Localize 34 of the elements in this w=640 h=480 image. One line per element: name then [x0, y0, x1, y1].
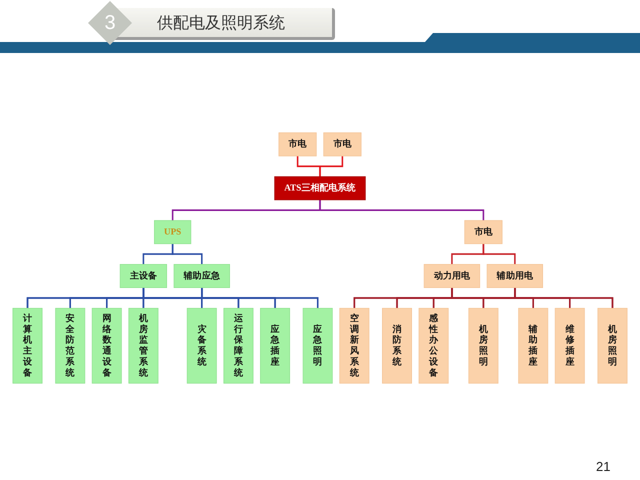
node-box: 灾备系统 — [186, 308, 217, 384]
node-box: UPS — [154, 220, 192, 244]
connector — [319, 200, 484, 220]
node-box: 辅助插座 — [518, 308, 548, 384]
node-box: 辅助应急 — [174, 264, 230, 288]
node-box: 动力用电 — [424, 264, 480, 288]
connector — [142, 288, 318, 308]
node-box: 机房照明 — [468, 308, 498, 384]
connector — [172, 244, 203, 264]
node-box: 市电 — [464, 220, 502, 244]
node-box: 机房照明 — [598, 308, 628, 384]
node-box: 辅助用电 — [486, 264, 544, 288]
node-box: 安全防范系统 — [55, 308, 86, 384]
connector — [319, 156, 344, 177]
connector — [482, 244, 516, 264]
node-box: 空调新风系统 — [339, 308, 370, 384]
node-box: 市电 — [278, 132, 317, 156]
node-box: 网络数通设备 — [92, 308, 122, 384]
node-box: 机房监管系统 — [128, 308, 158, 384]
node-box: 计算机主设备 — [12, 308, 42, 384]
node-box: 感性办公设备 — [418, 308, 449, 384]
node-box: 运行保障系统 — [223, 308, 254, 384]
connector — [514, 288, 614, 308]
node-box: 主设备 — [120, 264, 168, 288]
node-box: ATS三相配电系统 — [274, 176, 366, 200]
node-box: 维修插座 — [554, 308, 585, 384]
node-box: 应急照明 — [302, 308, 333, 384]
node-box: 市电 — [323, 132, 362, 156]
connector — [451, 288, 614, 308]
node-box: 应急插座 — [260, 308, 290, 384]
node-box: 消防系统 — [382, 308, 412, 384]
page-number: 21 — [596, 459, 610, 474]
slide-title: 供配电及照明系统 — [157, 14, 285, 34]
connector — [201, 288, 318, 308]
